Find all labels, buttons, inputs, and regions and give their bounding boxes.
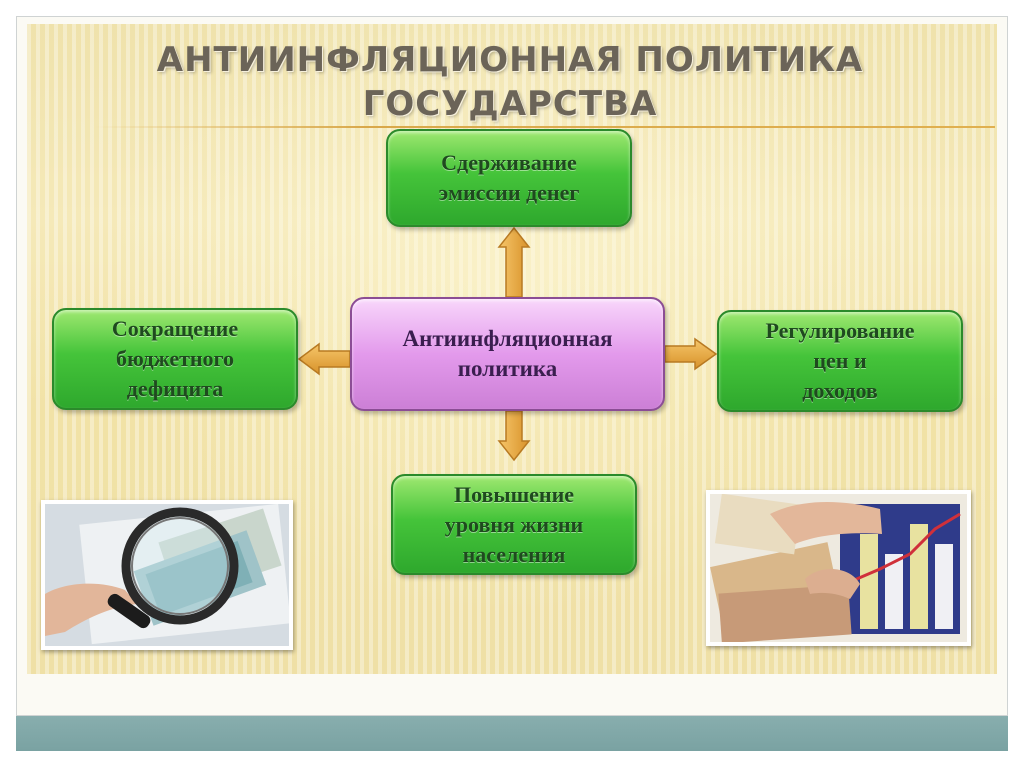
box-prices-incomes-label: Регулирование цен и доходов [765, 318, 915, 403]
box-center-policy-label: Антиинфляционная политика [402, 326, 613, 381]
box-living-standard-label: Повышение уровня жизни населения [444, 481, 584, 567]
title-underline [95, 126, 995, 128]
slide-title-line-2: ГОСУДАРСТВА [362, 84, 658, 124]
slide-title-line-1: АНТИИНФЛЯЦИОННАЯ ПОЛИТИКА [156, 40, 864, 80]
arrow-down-to-bottom [497, 410, 531, 462]
magnifier-banknotes-image [41, 500, 293, 650]
bottom-bar [16, 716, 1008, 751]
box-budget-deficit: Сокращение бюджетного дефицита [52, 308, 298, 410]
box-budget-deficit-label: Сокращение бюджетного дефицита [111, 316, 239, 401]
box-center-policy: Антиинфляционная политика [350, 297, 665, 411]
banknotes-chart-image [706, 490, 971, 646]
box-prices-incomes: Регулирование цен и доходов [717, 310, 963, 412]
arrow-left-to-left-box [297, 342, 351, 376]
box-living-standard: Повышение уровня жизни населения [391, 474, 637, 575]
box-money-emission-label: Сдерживание эмиссии денег [438, 150, 580, 205]
box-money-emission: Сдерживание эмиссии денег [386, 129, 632, 227]
arrow-up-to-top [497, 226, 531, 298]
arrow-right-to-right-box [664, 337, 718, 371]
